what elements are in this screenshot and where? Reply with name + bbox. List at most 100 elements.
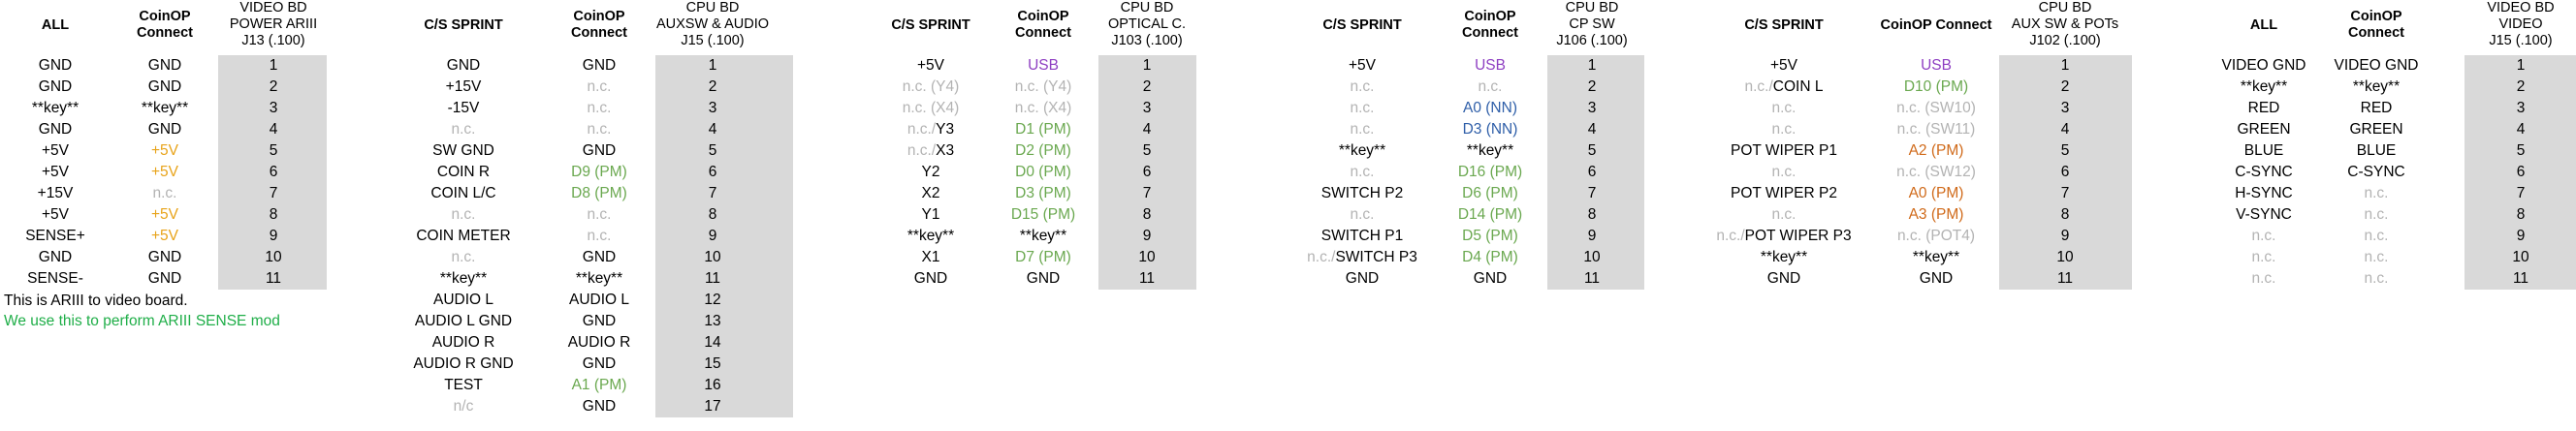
table-video-row-7-left-col: H-SYNC bbox=[2235, 185, 2293, 201]
table-pots-row-9-coinop-col: n.c. (POT4) bbox=[1896, 228, 1976, 244]
table-optical-row-7-coinop-col: D3 (PM) bbox=[1015, 185, 1071, 201]
table-aux-audio-row-2-coinop-col: n.c. bbox=[587, 78, 612, 95]
table-pots-header-coinop-col: CoinOP Connect bbox=[1880, 17, 1992, 33]
table-optical-row-5-coinop-col: D2 (PM) bbox=[1015, 142, 1071, 159]
table-aux-audio-row-5-left-col: SW GND bbox=[432, 142, 494, 159]
table-power-row-7-left-col: +15V bbox=[37, 185, 74, 201]
table-power-row-11-left-col: SENSE- bbox=[27, 270, 83, 287]
table-video-row-7-coinop-col: n.c. bbox=[2364, 185, 2389, 201]
table-optical-row-2-pin-col: 2 bbox=[1142, 78, 1152, 95]
table-optical-row-10-left-col: X1 bbox=[921, 249, 940, 265]
table-aux-audio-row-1-pin-col: 1 bbox=[708, 57, 717, 74]
pin-column-shade bbox=[1999, 55, 2132, 290]
table-pots-row-5-coinop-col: A2 (PM) bbox=[1908, 142, 1964, 159]
table-video-row-9-pin-col: 9 bbox=[2516, 228, 2526, 244]
table-cpsw-row-8-coinop-col: D14 (PM) bbox=[1457, 206, 1523, 223]
table-aux-audio-row-17-coinop-col: GND bbox=[582, 398, 617, 415]
table-aux-audio-row-5-pin-col: 5 bbox=[708, 142, 717, 159]
table-aux-audio-row-8-left-col: n.c. bbox=[451, 206, 476, 223]
table-optical-row-7-left-col: X2 bbox=[921, 185, 940, 201]
table-aux-audio-row-8-coinop-col: n.c. bbox=[587, 206, 612, 223]
table-video-row-4-coinop-col: GREEN bbox=[2349, 121, 2403, 138]
table-pots-header-left-col: C/S SPRINT bbox=[1744, 17, 1824, 33]
table-video-row-11-left-col: n.c. bbox=[2251, 270, 2276, 287]
table-aux-audio-row-4-coinop-col: n.c. bbox=[587, 121, 612, 138]
table-cpsw-row-11-pin-col: 11 bbox=[1583, 270, 1601, 287]
table-aux-audio-row-10-left-col: n.c. bbox=[451, 249, 476, 265]
table-aux-audio-row-1-coinop-col: GND bbox=[582, 57, 617, 74]
table-power-row-9-left-col: SENSE+ bbox=[25, 228, 85, 244]
table-optical-row-4-left-col: n.c./Y3 bbox=[906, 121, 955, 138]
table-optical-row-8-left-col: Y1 bbox=[921, 206, 940, 223]
table-power-row-5-coinop-col: +5V bbox=[150, 142, 178, 159]
table-aux-audio-row-14-pin-col: 14 bbox=[704, 334, 721, 351]
table-pots-row-7-left-col: POT WIPER P2 bbox=[1731, 185, 1837, 201]
table-cpsw-row-1-pin-col: 1 bbox=[1587, 57, 1597, 74]
table-pots-row-3-pin-col: 3 bbox=[2060, 100, 2070, 116]
table-video-row-1-coinop-col: VIDEO GND bbox=[2334, 57, 2419, 74]
table-aux-audio-row-13-left-col: AUDIO L GND bbox=[414, 313, 513, 329]
table-aux-audio-row-6-coinop-col: D9 (PM) bbox=[571, 164, 627, 180]
table-pots-row-3-coinop-col: n.c. (SW10) bbox=[1896, 100, 1976, 116]
table-aux-audio-row-11-coinop-col: **key** bbox=[575, 270, 623, 287]
table-power-row-7-pin-col: 7 bbox=[269, 185, 278, 201]
table-pots-row-1-pin-col: 1 bbox=[2060, 57, 2070, 74]
table-power-row-8-coinop-col: +5V bbox=[150, 206, 178, 223]
table-aux-audio-row-11-pin-col: 11 bbox=[704, 270, 721, 287]
table-pots-row-7-pin-col: 7 bbox=[2060, 185, 2070, 201]
table-cpsw-row-11-left-col: GND bbox=[1345, 270, 1380, 287]
table-aux-audio-row-16-left-col: TEST bbox=[444, 377, 483, 393]
table-optical-row-11-left-col: GND bbox=[913, 270, 948, 287]
table-video-row-3-pin-col: 3 bbox=[2516, 100, 2526, 116]
table-power-row-9-pin-col: 9 bbox=[269, 228, 278, 244]
table-cpsw-row-1-left-col: +5V bbox=[1348, 57, 1376, 74]
table-video-row-9-left-col: n.c. bbox=[2251, 228, 2276, 244]
table-power-row-10-pin-col: 10 bbox=[265, 249, 282, 265]
table-optical-row-5-left-col: n.c./X3 bbox=[906, 142, 955, 159]
table-cpsw-row-10-left-col: n.c./SWITCH P3 bbox=[1307, 249, 1417, 265]
table-optical-row-11-coinop-col: GND bbox=[1026, 270, 1061, 287]
table-aux-audio-row-16-coinop-col: A1 (PM) bbox=[571, 377, 627, 393]
table-optical-row-3-coinop-col: n.c. (X4) bbox=[1014, 100, 1072, 116]
table-video-row-11-pin-col: 11 bbox=[2512, 270, 2529, 287]
table-aux-audio-row-4-left-col: n.c. bbox=[451, 121, 476, 138]
table-cpsw-row-2-pin-col: 2 bbox=[1587, 78, 1597, 95]
table-video-row-5-left-col: BLUE bbox=[2243, 142, 2284, 159]
table-power-row-1-coinop-col: GND bbox=[147, 57, 182, 74]
table-optical-row-4-coinop-col: D1 (PM) bbox=[1015, 121, 1071, 138]
table-pots-row-2-left-col: n.c./COIN L bbox=[1744, 78, 1824, 95]
table-cpsw-row-4-pin-col: 4 bbox=[1587, 121, 1597, 138]
table-cpsw-row-10-pin-col: 10 bbox=[1583, 249, 1601, 265]
table-power-row-3-pin-col: 3 bbox=[269, 100, 278, 116]
table-pots-row-3-left-col: n.c. bbox=[1771, 100, 1797, 116]
table-pots-row-11-coinop-col: GND bbox=[1919, 270, 1954, 287]
table-aux-audio-header-left-col: C/S SPRINT bbox=[424, 17, 503, 33]
table-aux-audio-row-9-pin-col: 9 bbox=[708, 228, 717, 244]
table-pots-row-8-left-col: n.c. bbox=[1771, 206, 1797, 223]
table-video-row-6-coinop-col: C-SYNC bbox=[2347, 164, 2405, 180]
table-aux-audio-row-16-pin-col: 16 bbox=[704, 377, 721, 393]
table-cpsw-row-6-pin-col: 6 bbox=[1587, 164, 1597, 180]
table-pots-row-10-pin-col: 10 bbox=[2056, 249, 2074, 265]
table-video-row-4-left-col: GREEN bbox=[2237, 121, 2291, 138]
table-video-row-2-coinop-col: **key** bbox=[2352, 78, 2401, 95]
table-video-row-1-pin-col: 1 bbox=[2516, 57, 2526, 74]
note-line-2: We use this to perform ARIII SENSE mod bbox=[4, 313, 280, 329]
table-aux-audio-row-15-left-col: AUDIO R GND bbox=[413, 355, 514, 372]
pin-column-shade bbox=[655, 55, 793, 417]
table-pots-row-1-left-col: +5V bbox=[1769, 57, 1797, 74]
table-pots-row-6-left-col: n.c. bbox=[1771, 164, 1797, 180]
table-aux-audio-row-2-left-col: +15V bbox=[445, 78, 482, 95]
table-optical-row-9-coinop-col: **key** bbox=[1019, 228, 1067, 244]
table-pots-row-10-coinop-col: **key** bbox=[1912, 249, 1960, 265]
table-video-row-5-coinop-col: BLUE bbox=[2356, 142, 2397, 159]
table-video-row-11-coinop-col: n.c. bbox=[2364, 270, 2389, 287]
table-pots-row-8-pin-col: 8 bbox=[2060, 206, 2070, 223]
pin-column-shade bbox=[218, 55, 327, 290]
table-power-row-6-coinop-col: +5V bbox=[150, 164, 178, 180]
